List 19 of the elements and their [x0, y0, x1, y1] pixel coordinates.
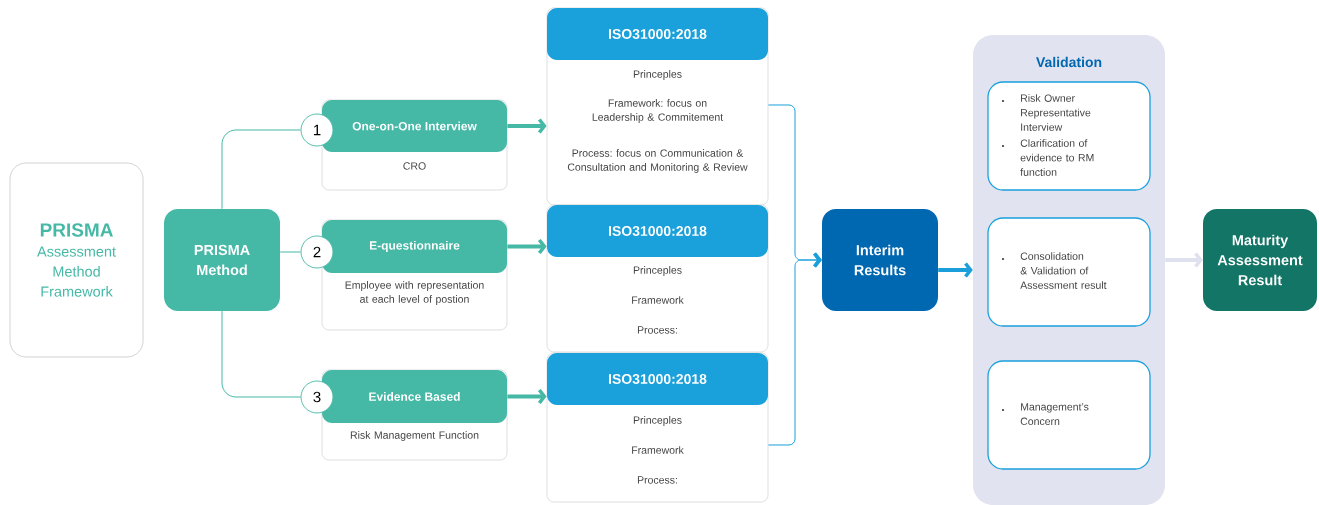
arrow: [1165, 252, 1203, 268]
result-box: Interim Results: [822, 209, 938, 311]
standard-card: ISO31000:2018 Princeples Framework Process:: [546, 204, 769, 353]
method-box: PRISMA Method: [164, 209, 280, 311]
validation-box: Consolidation & Validation of Assessment result: [987, 217, 1151, 327]
arrow: [507, 238, 547, 255]
method-card: One-on-One Interview CRO: [321, 99, 508, 191]
standard-card: ISO31000:2018 Princeples Framework Process:: [546, 352, 769, 503]
validation-box: Risk Owner Representative Interview Clarification of evidence to RM function: [987, 81, 1151, 191]
arrow: [767, 252, 822, 446]
arrow: [938, 262, 973, 278]
arrow: [507, 388, 547, 405]
method-card: E-questionnaire Employee with representation at each level of postion: [321, 219, 508, 331]
result-box: Maturity Assessment Result: [1203, 209, 1317, 311]
standard-card: ISO31000:2018 Princeples Framework: focus on Leadership & Commitement Process: focus on Communication & Consultation and Monitoring & Review: [546, 7, 769, 206]
validation-box: Management’s Concern: [987, 360, 1151, 470]
method-card: Evidence Based Risk Management Function: [321, 369, 508, 461]
framework-box: PRISMA Assessment Method Framework: [9, 162, 144, 358]
arrow: [507, 118, 547, 134]
